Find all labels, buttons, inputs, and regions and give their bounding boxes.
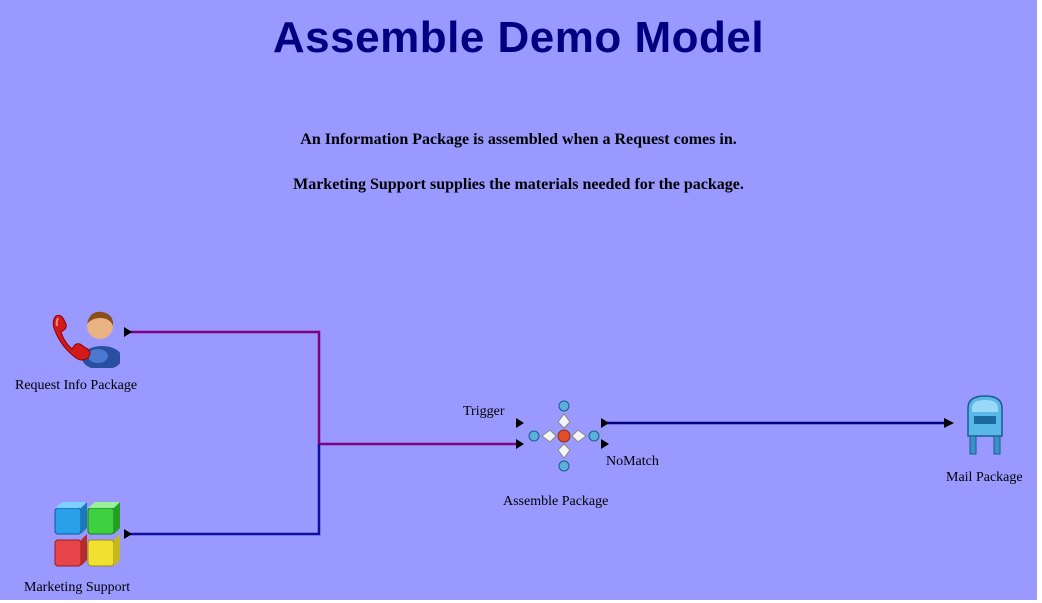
marketing-output-arrow [124,529,132,539]
nomatch-port-arrow [601,439,609,449]
request-info-package-label: Request Info Package [15,378,138,393]
phone-person-icon [52,311,122,370]
assemble-package-node[interactable] [526,400,602,472]
page-title: Assemble Demo Model [272,13,765,62]
mail-package-node[interactable] [960,392,1010,458]
request-output-arrow [124,327,132,337]
description-line-2: Marketing Support supplies the materials… [293,176,744,193]
trigger-port-label: Trigger [463,404,505,419]
marketing-support-node[interactable] [52,500,122,570]
assemble-activity-icon [528,400,600,472]
input-arrow [516,439,524,449]
assemble-package-label: Assemble Package [503,494,609,509]
description-line-1: An Information Package is assembled when… [300,131,737,148]
mailbox-icon [967,395,1003,455]
request-connector[interactable] [130,330,518,446]
colored-cubes-icon [54,502,120,567]
marketing-connector[interactable] [130,444,321,536]
marketing-support-label: Marketing Support [24,580,131,595]
mail-package-label: Mail Package [946,470,1023,485]
output-port-arrow [601,418,609,428]
nomatch-port-label: NoMatch [606,454,659,469]
request-info-package-node[interactable] [50,308,122,370]
trigger-port-arrow [516,418,524,428]
mail-input-arrow [944,418,954,428]
